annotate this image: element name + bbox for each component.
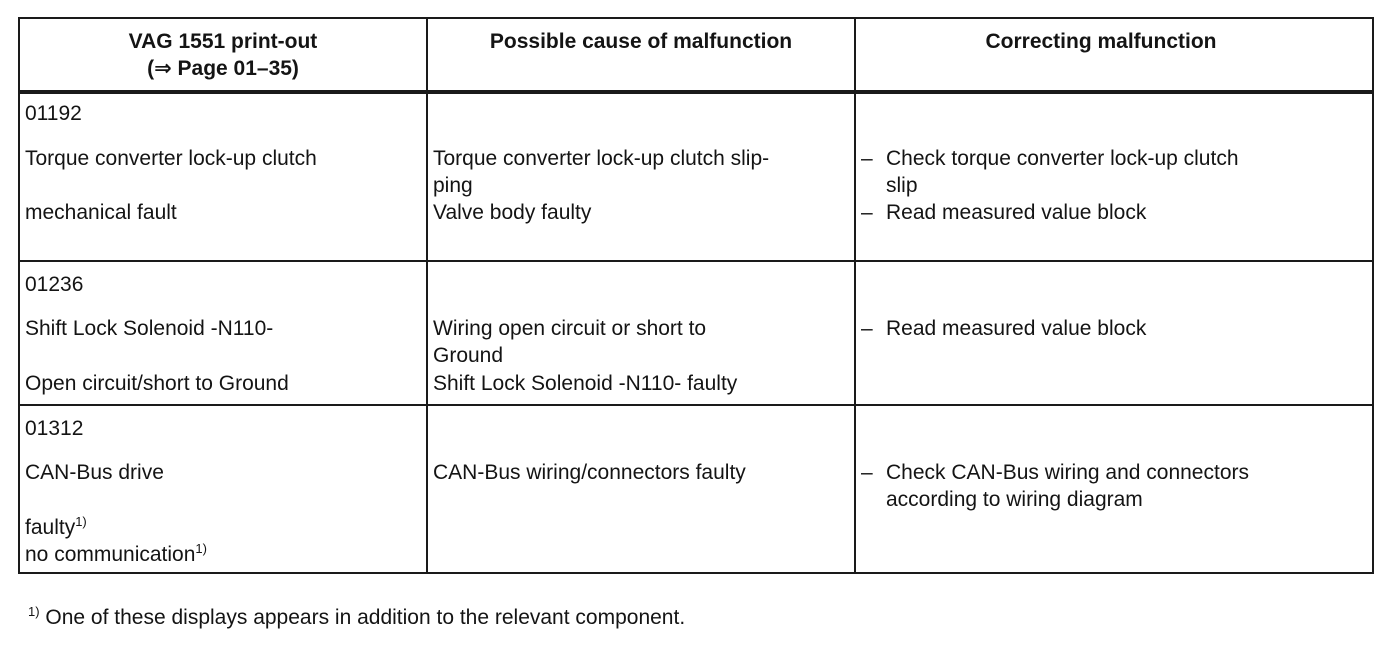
cause-line: ping <box>433 174 473 197</box>
header-col-printout-ref: (⇒ Page 01–35) <box>147 57 299 80</box>
cause-line: CAN-Bus wiring/connectors faulty <box>433 461 746 484</box>
fault-type-text: no communication <box>25 543 196 566</box>
row-divider <box>20 260 1372 262</box>
fix-step: Read measured value block <box>886 201 1147 224</box>
fix-step: Check torque converter lock-up clutch <box>886 147 1239 170</box>
cause-line: Valve body faulty <box>433 201 592 224</box>
header-col-correction: Correcting malfunction <box>985 30 1217 53</box>
component-name: Shift Lock Solenoid -N110- <box>25 317 274 340</box>
fault-table: VAG 1551 print-out (⇒ Page 01–35) Possib… <box>18 17 1374 574</box>
header-col-printout: VAG 1551 print-out (⇒ Page 01–35) <box>20 28 426 82</box>
fault-code: 01236 <box>25 273 84 296</box>
fault-code: 01312 <box>25 417 84 440</box>
footnote-text: One of these displays appears in additio… <box>45 606 686 629</box>
dash-bullet: – <box>861 317 873 340</box>
header-col-cause: Possible cause of malfunction <box>489 30 793 53</box>
column-divider <box>854 19 856 572</box>
fix-step-cont: slip <box>886 174 918 197</box>
dash-bullet: – <box>861 201 873 224</box>
cause-line: Torque converter lock-up clutch slip- <box>433 147 770 170</box>
fault-type: mechanical fault <box>25 201 177 224</box>
fault-type: Open circuit/short to Ground <box>25 372 289 395</box>
column-divider <box>426 19 428 572</box>
cause-line: Shift Lock Solenoid -N110- faulty <box>433 372 738 395</box>
header-col-printout-title: VAG 1551 print-out <box>128 30 318 53</box>
fault-type: faulty1) <box>25 514 87 541</box>
footnote-ref: 1) <box>75 514 87 529</box>
row-divider <box>20 404 1372 406</box>
footnote-ref: 1) <box>195 541 207 556</box>
cause-line: Wiring open circuit or short to <box>433 317 707 340</box>
dash-bullet: – <box>861 461 873 484</box>
footnote: 1) One of these displays appears in addi… <box>28 604 685 631</box>
fault-code: 01192 <box>25 102 82 125</box>
fix-step: Check CAN-Bus wiring and connectors <box>886 461 1249 484</box>
footnote-mark: 1) <box>28 604 40 619</box>
header-divider <box>20 90 1372 94</box>
fault-type: no communication1) <box>25 541 207 568</box>
component-name: CAN-Bus drive <box>25 461 164 484</box>
fault-type-text: faulty <box>25 516 76 539</box>
cause-line: Ground <box>433 344 504 367</box>
fix-step: Read measured value block <box>886 317 1147 340</box>
fix-step-cont: according to wiring diagram <box>886 488 1143 511</box>
dash-bullet: – <box>861 147 873 170</box>
component-name: Torque converter lock-up clutch <box>25 147 317 170</box>
